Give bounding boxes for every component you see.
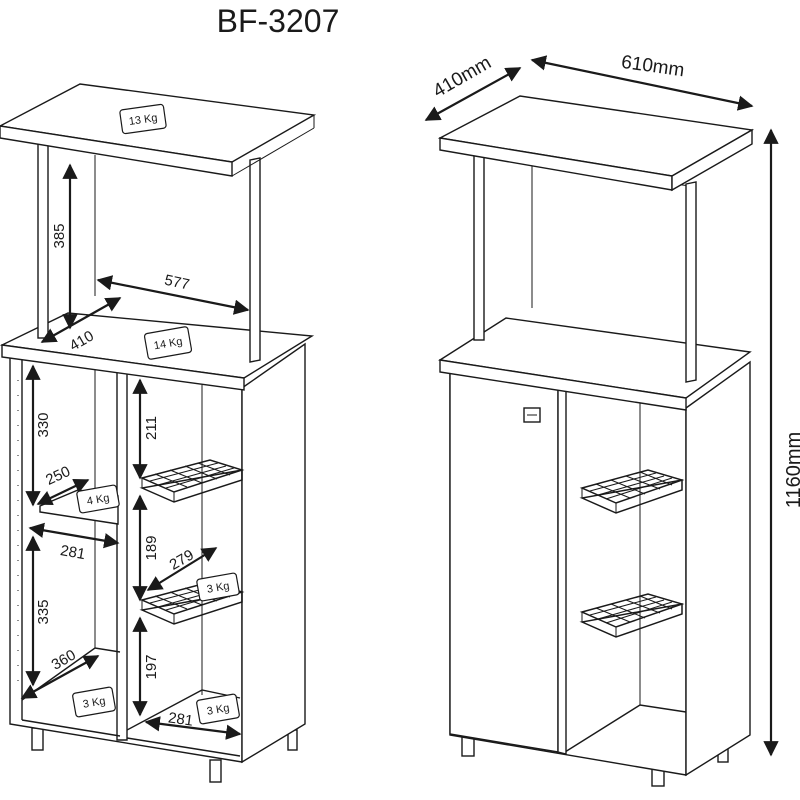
dim-281-left-label: 281	[59, 542, 87, 563]
dim-330-label: 330	[35, 412, 52, 437]
wire-rack-upper	[139, 459, 245, 503]
dim-279-line	[146, 547, 218, 591]
model-title: BF-3207	[217, 3, 340, 39]
cabinet-door[interactable]	[449, 369, 559, 753]
dim-189-label: 189	[143, 535, 160, 560]
dim-197-label: 197	[143, 654, 160, 679]
lower-body-side	[241, 342, 306, 764]
right-cabinet-view: 410mm 610mm 1160mm	[424, 52, 800, 787]
weight-tag-left-shelf: 4 Kg	[76, 484, 120, 514]
svg-text:13 Kg: 13 Kg	[128, 112, 158, 128]
svg-text:3 Kg: 3 Kg	[206, 702, 230, 718]
upper-left-post	[37, 139, 49, 339]
dim-width-label: 610mm	[620, 52, 686, 82]
svg-text:3 Kg: 3 Kg	[206, 580, 230, 596]
weight-tag-middle: 14 Kg	[143, 326, 193, 360]
dim-depth-line	[424, 67, 522, 121]
wire-rack-upper	[579, 469, 685, 514]
svg-text:3 Kg: 3 Kg	[82, 695, 106, 711]
dim-577-line	[96, 275, 250, 315]
foot	[209, 759, 222, 783]
weight-tag-wire-rack: 3 Kg	[196, 572, 240, 602]
dim-335-label: 335	[35, 599, 52, 624]
dim-height-label: 1160mm	[783, 432, 800, 508]
dim-360-line	[20, 655, 100, 699]
weight-tag-bottom-right: 3 Kg	[196, 693, 240, 725]
dim-250-line	[36, 479, 90, 505]
dim-281-right-line	[144, 716, 242, 740]
dim-410-line	[40, 297, 122, 343]
center-divider	[116, 371, 128, 741]
left-cabinet-view: 385 577 410 330 250 281 335 360 211 189 …	[0, 83, 317, 783]
dim-depth-label: 410mm	[430, 52, 495, 102]
dim-281-left-line	[28, 522, 120, 549]
weight-tag-top: 13 Kg	[119, 103, 167, 135]
wire-rack-lower	[579, 593, 685, 638]
dim-385-label: 385	[51, 223, 68, 248]
dim-281-right-label: 281	[167, 709, 194, 729]
svg-text:14 Kg: 14 Kg	[153, 336, 183, 353]
svg-text:4 Kg: 4 Kg	[86, 492, 110, 508]
dim-211-label: 211	[143, 416, 160, 440]
dim-width-line	[530, 55, 754, 111]
upper-right-post	[249, 157, 261, 363]
foot	[31, 727, 44, 751]
dim-577-label: 577	[163, 272, 191, 294]
weight-tag-bottom-left: 3 Kg	[72, 686, 116, 718]
